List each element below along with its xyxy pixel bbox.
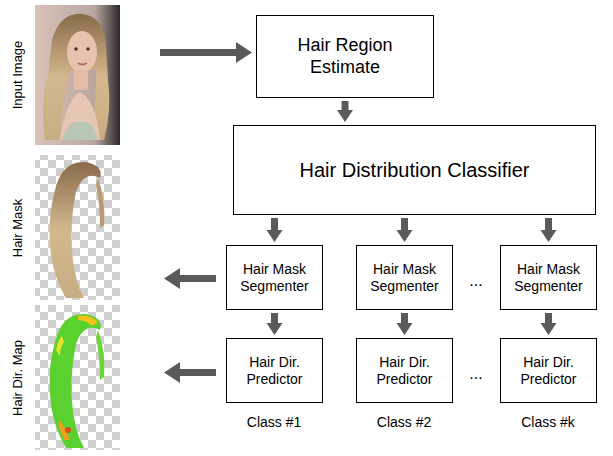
flow-arrow [337, 101, 353, 122]
input-photo [35, 5, 120, 145]
process-box: Hair Dir. Predictor [500, 338, 597, 403]
flow-arrow [541, 218, 557, 242]
row-label: Hair Mask [10, 199, 25, 258]
arrow-head [164, 362, 180, 383]
box-text: Hair Mask Segmenter [233, 261, 316, 295]
box-text: Hair Mask Segmenter [507, 261, 590, 295]
hair-direction-map [35, 305, 120, 450]
arrow-head [164, 268, 180, 289]
flow-arrow [397, 218, 413, 242]
arrow-shaft [178, 369, 216, 376]
arrow-shaft [160, 49, 238, 56]
flow-arrow [397, 313, 413, 335]
arrow-shaft [178, 275, 216, 282]
process-box: Hair Distribution Classifier [233, 125, 596, 215]
process-box: Hair Mask Segmenter [226, 245, 323, 310]
flow-arrow [541, 313, 557, 335]
flow-arrow [267, 218, 283, 242]
text-label: ... [469, 365, 482, 383]
box-text: Hair Dir. Predictor [507, 354, 590, 388]
box-text: Hair Distribution Classifier [299, 158, 529, 182]
text-label: Class #1 [247, 414, 301, 430]
box-text: Hair Dir. Predictor [233, 354, 316, 388]
process-box: Hair Mask Segmenter [356, 245, 453, 310]
process-box: Hair Mask Segmenter [500, 245, 597, 310]
text-label: ... [469, 272, 482, 290]
process-box: Hair Dir. Predictor [226, 338, 323, 403]
process-box: Hair Region Estimate [256, 15, 434, 98]
text-label: Class #k [521, 414, 575, 430]
box-text: Hair Mask Segmenter [363, 261, 446, 295]
arrow-head [236, 42, 252, 63]
box-text: Hair Dir. Predictor [363, 354, 446, 388]
box-text: Hair Region Estimate [263, 35, 427, 78]
process-box: Hair Dir. Predictor [356, 338, 453, 403]
flow-arrow [267, 313, 283, 335]
row-label: Hair Dir. Map [10, 340, 25, 416]
hair-mask-image [35, 155, 120, 300]
text-label: Class #2 [377, 414, 431, 430]
row-label: Input Image [10, 41, 25, 110]
